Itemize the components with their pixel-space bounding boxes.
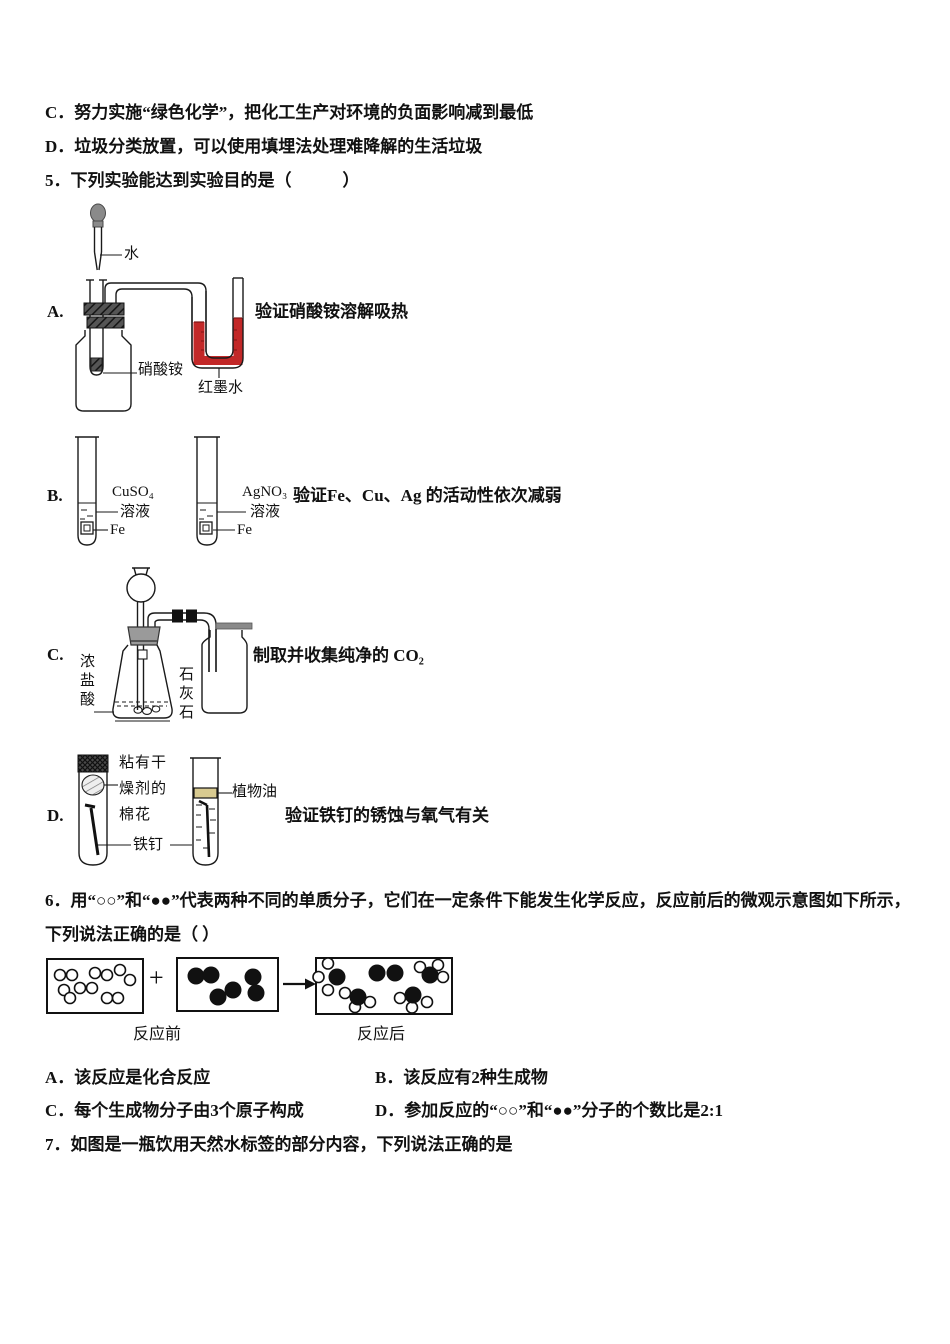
before-box-molecule-b	[176, 957, 279, 1012]
label-nail: 铁钉	[133, 837, 164, 853]
delivery-tube-icon	[147, 609, 217, 672]
q5-option-a-caption: 验证硝酸铵溶解吸热	[255, 302, 408, 321]
dropping-funnel-icon	[126, 567, 156, 710]
label-t1-fe: Fe	[110, 522, 125, 538]
test-tube-agno3	[194, 436, 246, 546]
q6-stem-line1: 6．用“○○”和“●●”代表两种不同的单质分子，它们在一定条件下能发生化学反应，…	[45, 891, 911, 910]
u-tube-icon	[191, 277, 244, 378]
dropper-icon	[90, 203, 106, 271]
q5-option-b-caption: 验证Fe、Cu、Ag 的活动性依次减弱	[293, 486, 562, 505]
iron-nail-icon	[84, 803, 100, 856]
bottle-icon	[75, 330, 132, 412]
apparatus-d-diagram	[77, 754, 232, 866]
flask-stopper-icon	[127, 626, 161, 646]
apparatus-c-diagram	[94, 567, 253, 722]
label-cuso4: CuSO₄	[112, 484, 154, 500]
label-red-ink: 红墨水	[198, 380, 244, 396]
apparatus-b-diagram	[75, 436, 246, 546]
label-water: 水	[124, 246, 140, 262]
label-t2-fe: Fe	[237, 522, 252, 538]
q5-option-d-key: D.	[47, 806, 64, 825]
iron-nail-icon	[198, 799, 211, 858]
test-tube-cuso4	[75, 436, 118, 546]
q5-option-d-caption: 验证铁钉的锈蚀与氧气有关	[285, 806, 489, 825]
q5-stem: 5．下列实验能达到实验目的是（ ）	[45, 171, 360, 190]
q4-option-d: D．垃圾分类放置，可以使用填埋法处理难降解的生活垃圾	[45, 137, 483, 156]
dry-test-tube	[77, 754, 131, 866]
label-oil: 植物油	[232, 784, 278, 800]
q6-option-c: C．每个生成物分子由3个原子构成	[45, 1101, 304, 1120]
q5-option-c-key: C.	[47, 645, 64, 664]
before-box-molecule-a	[46, 958, 144, 1014]
q5-option-c-caption: 制取并收集纯净的 CO₂	[253, 646, 424, 665]
water-test-tube	[170, 757, 232, 866]
after-box	[312, 957, 453, 1015]
q4-option-c: C．努力实施“绿色化学”，把化工生产对环境的负面影响减到最低	[45, 103, 534, 122]
q6-stem-line2: 下列说法正确的是（ ）	[45, 925, 220, 944]
q5-option-a-key: A.	[47, 302, 64, 321]
q6-option-d: D．参加反应的“○○”和“●●”分子的个数比是2:1	[375, 1101, 724, 1120]
q5-option-b-key: B.	[47, 486, 63, 505]
reaction-micro-diagram	[46, 957, 453, 1015]
q6-option-a: A．该反应是化合反应	[45, 1068, 211, 1087]
cotton-icon	[81, 774, 105, 796]
label-t1-solution: 溶液	[120, 504, 151, 520]
label-t2-solution: 溶液	[250, 504, 281, 520]
q6-option-b: B．该反应有2种生成物	[375, 1068, 548, 1087]
label-limestone: 石灰石	[177, 666, 193, 723]
limestone-lumps	[133, 705, 161, 715]
erlenmeyer-flask-icon	[94, 644, 173, 722]
oil-layer	[193, 787, 218, 799]
rubber-stopper-icon	[83, 302, 125, 329]
arrow-icon	[283, 978, 316, 990]
label-after-reaction: 反应后	[357, 1026, 406, 1043]
label-cotton: 粘有干燥剂的棉花	[119, 755, 168, 823]
label-ammonium-nitrate: 硝酸铵	[138, 362, 184, 378]
gas-bottle-icon	[201, 622, 253, 714]
label-conc-hcl: 浓盐酸	[78, 653, 94, 710]
apparatus-a-diagram	[75, 203, 244, 412]
label-agno3: AgNO₃	[242, 484, 288, 500]
q7-stem: 7．如图是一瓶饮用天然水标签的部分内容，下列说法正确的是	[45, 1135, 513, 1154]
label-before-reaction: 反应前	[133, 1026, 182, 1043]
delivery-tube-icon	[104, 282, 207, 360]
plus-sign: +	[149, 963, 164, 992]
